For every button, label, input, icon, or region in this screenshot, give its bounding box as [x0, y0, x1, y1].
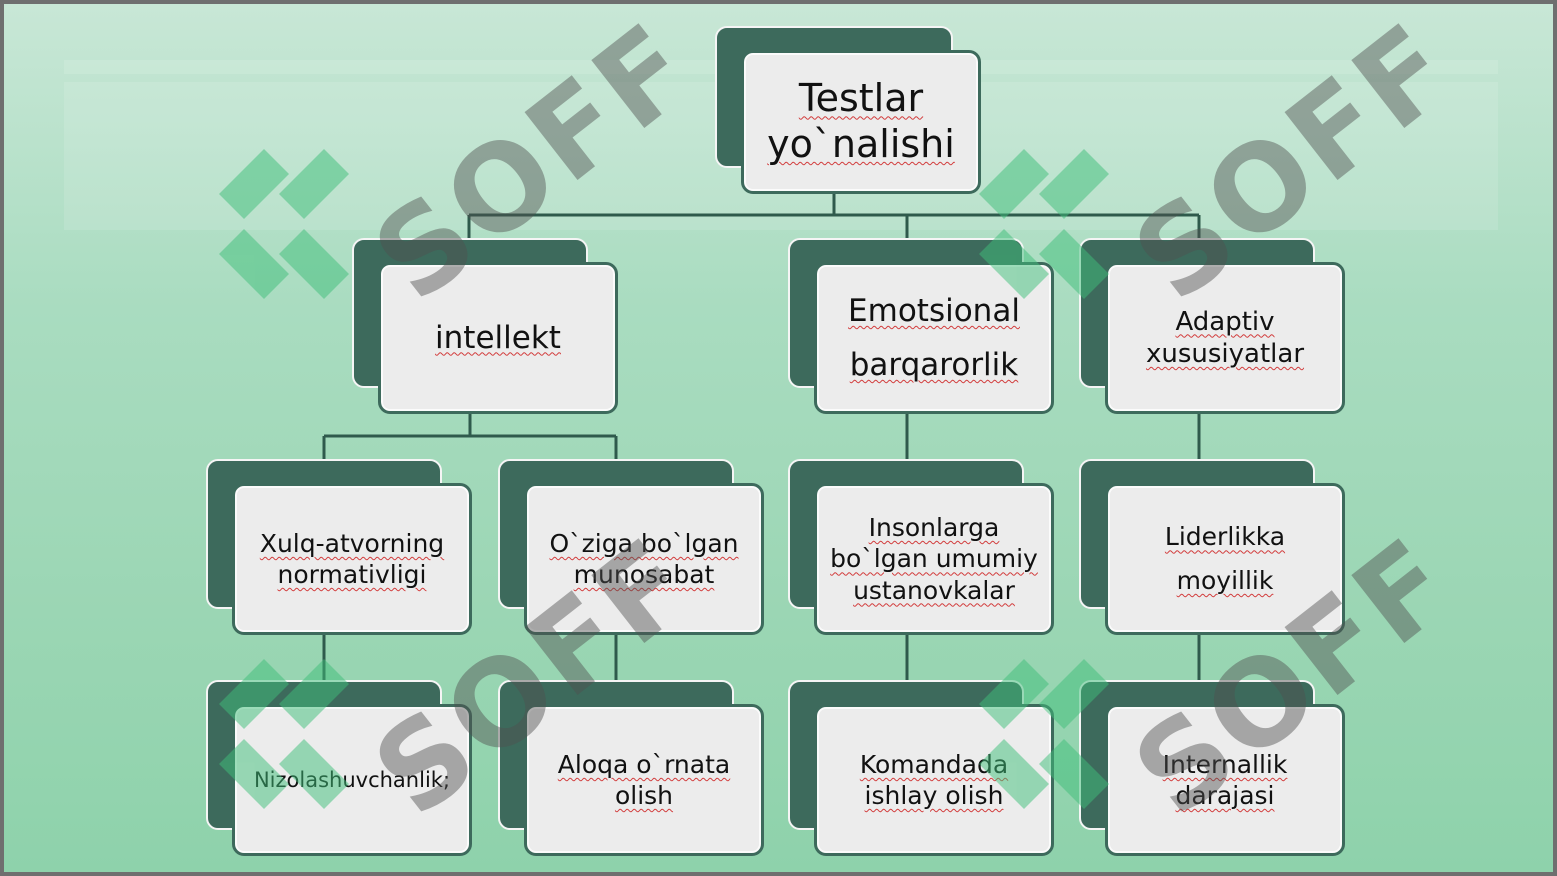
node-emotsional-label: Emotsional barqarorlik — [848, 292, 1020, 383]
node-face: Aloqa o`rnata olish — [524, 704, 764, 856]
node-insonlarga-label: Insonlarga bo`lgan umumiy ustanovkalar — [830, 513, 1038, 605]
node-face: Testlar yo`nalishi — [741, 50, 981, 194]
node-face: Komandada ishlay olish — [814, 704, 1054, 856]
node-komandada-label: Komandada ishlay olish — [859, 749, 1009, 810]
node-face: Xulq-atvorning normativligi — [232, 483, 472, 635]
node-face: Insonlarga bo`lgan umumiy ustanovkalar — [814, 483, 1054, 635]
node-liderlikka-label: Liderlikka moyillik — [1164, 522, 1286, 595]
node-nizolashuv-label: Nizolashuvchanlik; — [253, 767, 451, 792]
node-internallik-label: Internallik darajasi — [1162, 749, 1288, 810]
watermark-logo-icon — [219, 149, 349, 299]
node-intellekt-label: intellekt — [435, 319, 561, 356]
node-face: O`ziga bo`lgan munosabat — [524, 483, 764, 635]
watermark-logo-icon — [979, 149, 1109, 299]
node-aloqa-label: Aloqa o`rnata olish — [557, 749, 731, 810]
watermark-logo-icon — [979, 659, 1109, 809]
node-oziga-munosabat-label: O`ziga bo`lgan munosabat — [549, 528, 739, 589]
node-xulq-atvor-label: Xulq-atvorning normativligi — [259, 528, 445, 589]
connector-lines — [322, 192, 1201, 680]
node-adaptiv-label: Adaptiv xususiyatlar — [1145, 306, 1305, 370]
node-face: Internallik darajasi — [1105, 704, 1345, 856]
node-face: Adaptiv xususiyatlar — [1105, 262, 1345, 414]
node-face: intellekt — [378, 262, 618, 414]
watermark-logo-icon — [219, 659, 349, 809]
node-face: Liderlikka moyillik — [1105, 483, 1345, 635]
node-root-label: Testlar yo`nalishi — [767, 76, 955, 166]
